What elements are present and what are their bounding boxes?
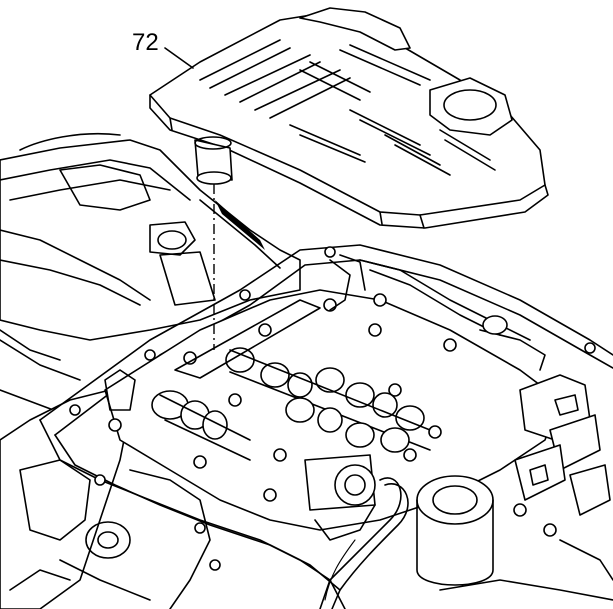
case-lower-flange xyxy=(0,389,211,609)
solenoid-assembly xyxy=(304,454,376,541)
callout-72: 72 xyxy=(132,29,194,69)
callout-leader-line xyxy=(164,47,194,69)
rail-bolts xyxy=(69,246,596,571)
filter-neck xyxy=(194,136,233,185)
transmission-case xyxy=(0,132,301,421)
callout-label-72: 72 xyxy=(132,29,159,56)
valve-body xyxy=(104,254,561,531)
valve-body-bolts xyxy=(108,293,527,517)
part-72-filter xyxy=(149,7,549,229)
accumulator-cylinder xyxy=(416,475,494,586)
spool-valves xyxy=(151,347,431,461)
wiring-harness xyxy=(319,477,409,609)
filter-ribs xyxy=(199,39,496,176)
right-connectors xyxy=(439,374,613,601)
